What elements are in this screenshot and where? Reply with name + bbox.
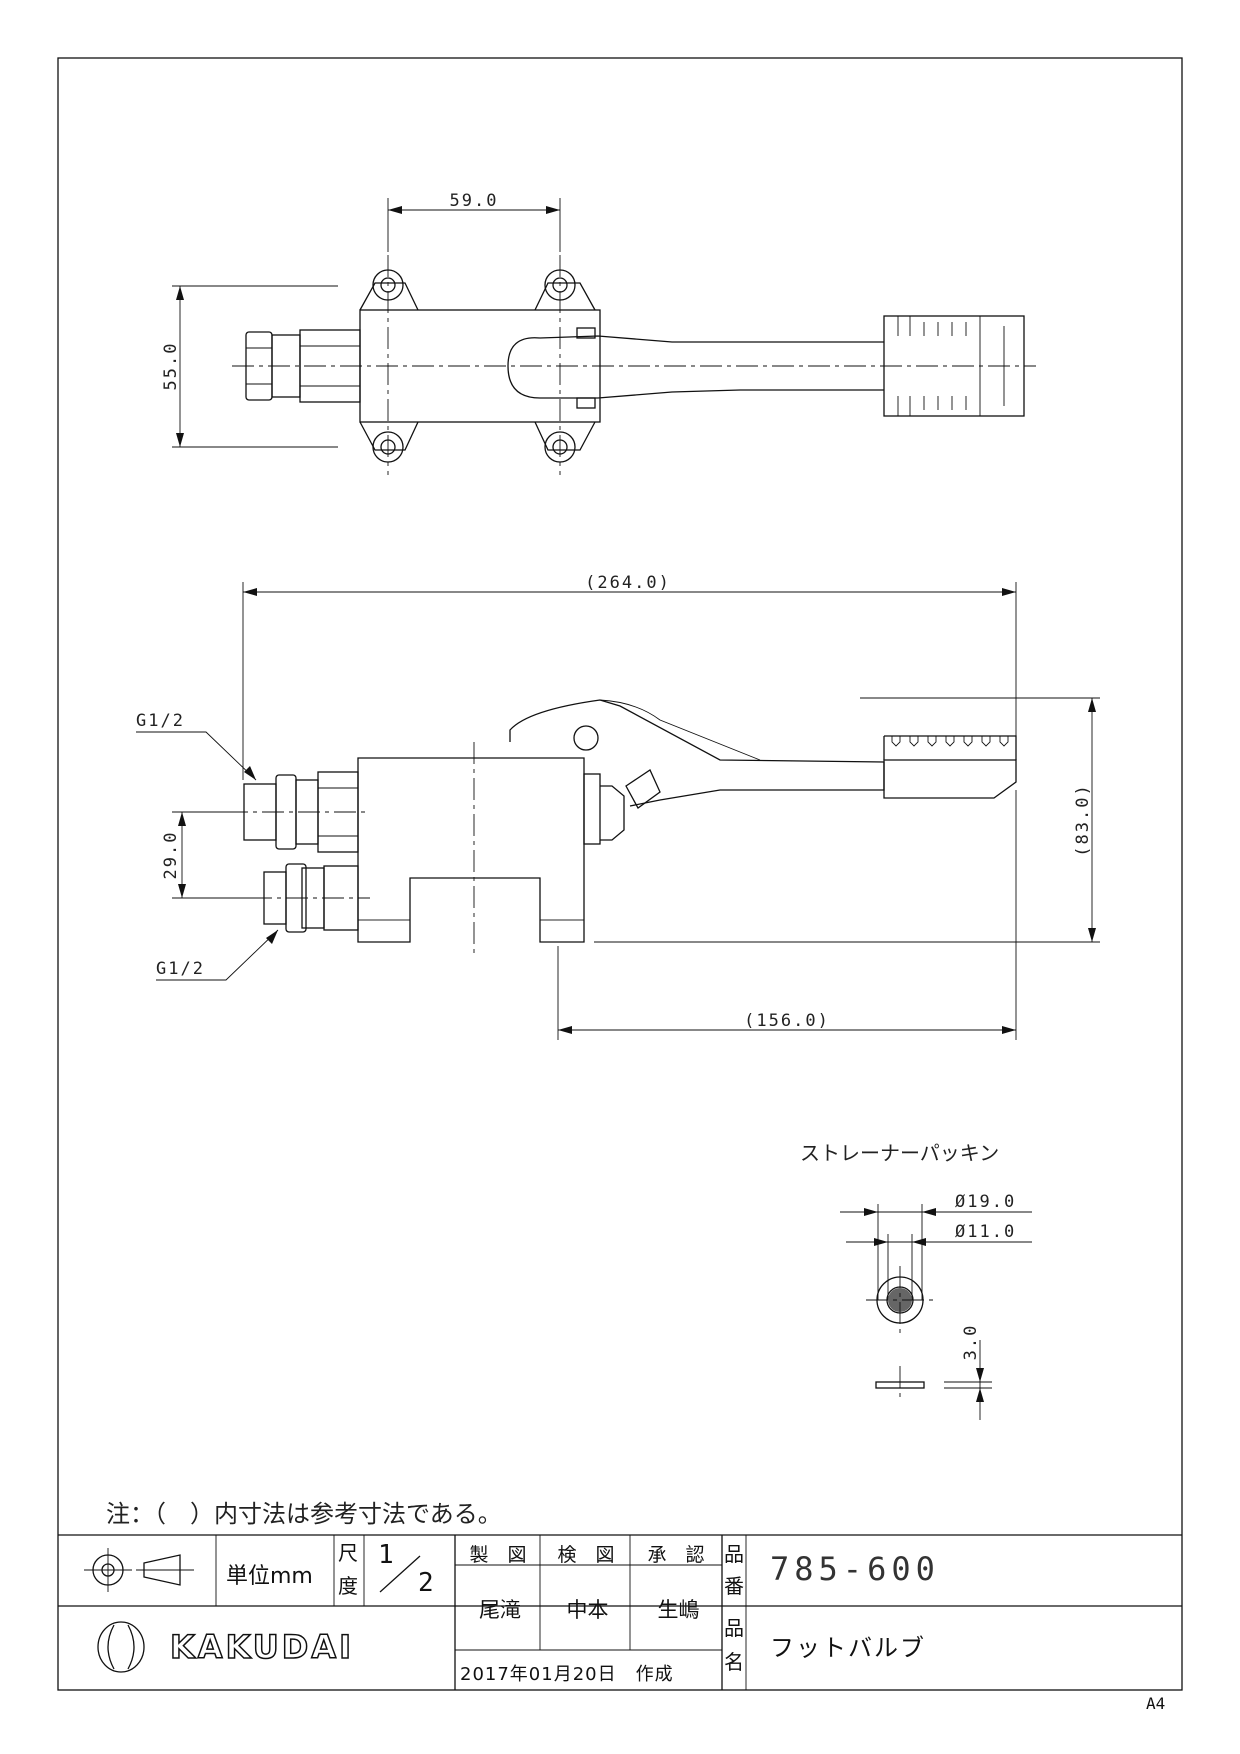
title-block-grid [58, 1534, 1182, 1690]
reference-dimension-note: 注：（ ）内寸法は参考寸法である。 [106, 1500, 502, 1528]
approved-label: 承 認 [647, 1544, 705, 1566]
strainer-outer-diameter: Ø19.0 [955, 1192, 1016, 1212]
part-number: 785-600 [770, 1550, 940, 1588]
checked-by: 中本 [566, 1598, 609, 1622]
dim-pedal-length: (156.0) [744, 1011, 830, 1031]
sheet-size: A4 [1146, 1694, 1166, 1713]
strainer-thickness: 3.0 [961, 1324, 981, 1361]
dim-port-spacing: 29.0 [161, 831, 181, 880]
approved-by: 生嶋 [657, 1598, 700, 1622]
strainer-title: ストレーナーパッキン [800, 1141, 999, 1165]
checked-label: 検 図 [557, 1544, 615, 1566]
side-view: (264.0) (83.0) (156.0) 29.0 G1/2 G1/2 [136, 573, 1100, 1040]
scale-label-1: 尺 [338, 1541, 358, 1565]
part-number-label-2: 番 [724, 1574, 744, 1598]
scale-denominator: 2 [418, 1568, 434, 1598]
drawing-frame [57, 57, 1183, 1691]
part-name: フットバルブ [770, 1634, 926, 1662]
dim-top-height: 55.0 [161, 342, 181, 391]
creation-date: 2017年01月20日 作成 [460, 1664, 674, 1685]
dim-top-width: 59.0 [450, 191, 499, 211]
part-name-label-1: 品 [724, 1616, 744, 1640]
drawn-label: 製 図 [469, 1544, 527, 1566]
unit-label: 単位mm [226, 1564, 313, 1589]
strainer-inner-diameter: Ø11.0 [955, 1222, 1016, 1242]
thread-label-lower: G1/2 [156, 959, 205, 979]
part-number-label-1: 品 [724, 1542, 744, 1566]
company-name: KAKUDAI [169, 1627, 355, 1667]
drawn-by: 尾滝 [479, 1598, 521, 1622]
scale-label-2: 度 [338, 1574, 358, 1598]
strainer-packing-view: ストレーナーパッキン Ø19.0 Ø11.0 3.0 [800, 1141, 1032, 1420]
scale-numerator: 1 [378, 1540, 394, 1570]
dim-overall-length: (264.0) [585, 573, 671, 593]
part-name-label-2: 名 [724, 1650, 744, 1674]
dim-overall-height: (83.0) [1073, 783, 1093, 856]
thread-label-upper: G1/2 [136, 711, 185, 731]
top-view: 59.0 55.0 [161, 191, 1036, 475]
